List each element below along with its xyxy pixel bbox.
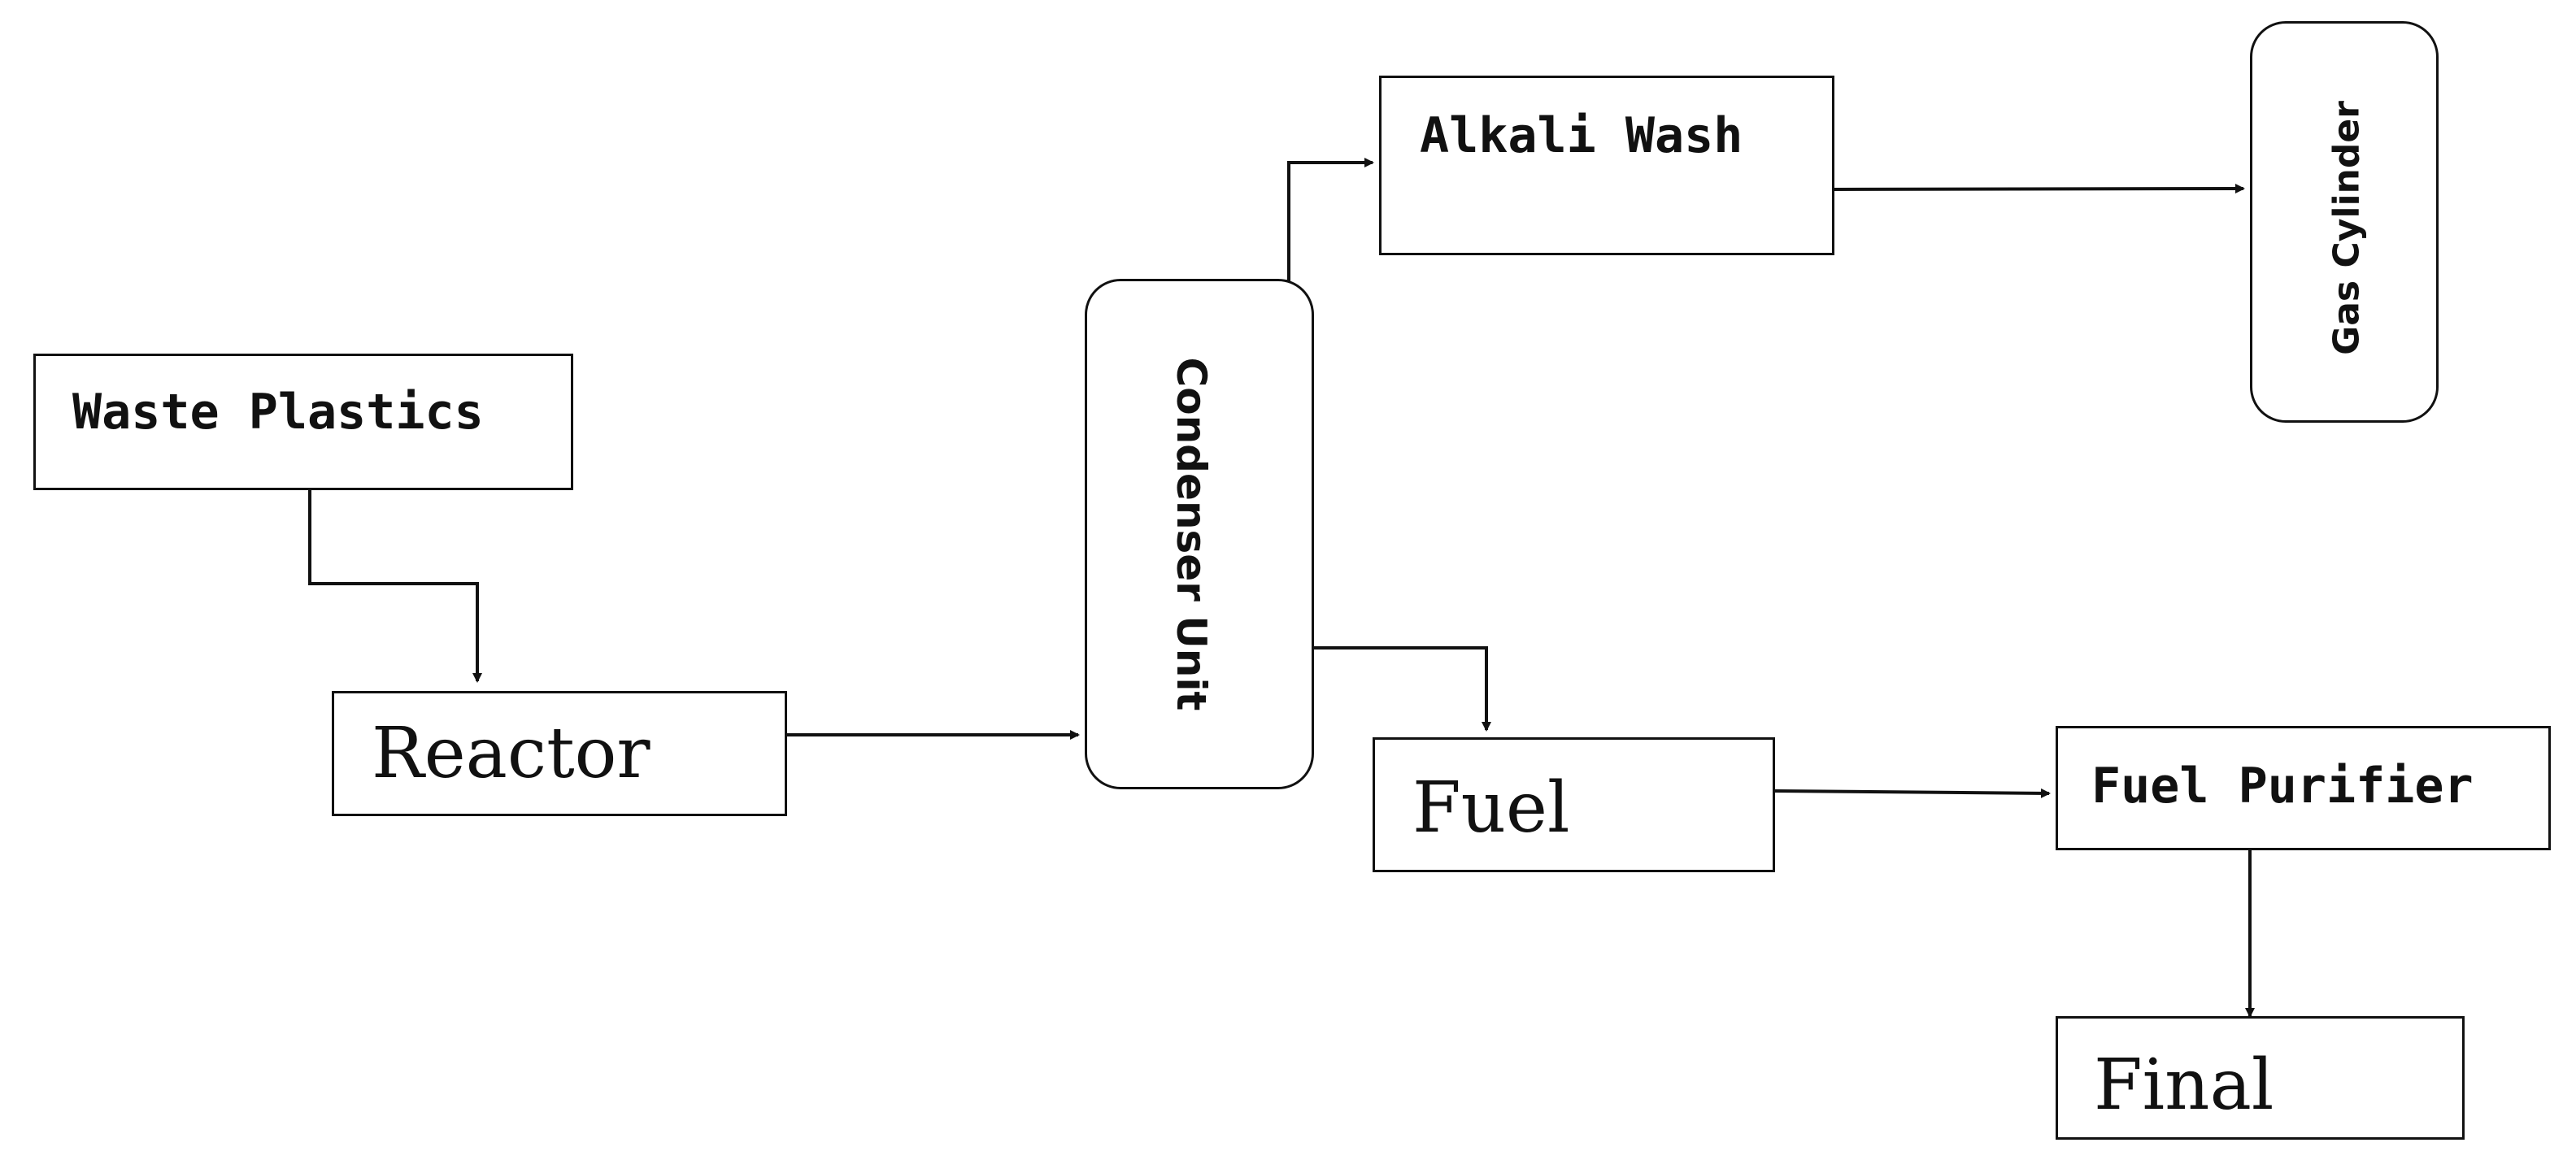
node-gas-cylinder-label: Gas Cylinder [2326,101,2368,355]
node-condenser-unit: Condenser Unit [1085,279,1314,789]
edge-condenser-to-alkali-wash [1287,158,1374,282]
node-reactor-label: Reactor [372,713,651,794]
node-reactor: Reactor [332,691,787,816]
node-fuel-purifier: Fuel Purifier [2056,726,2551,850]
edge-fuel-to-fuel-purifier [1774,788,2051,798]
node-alkali-wash-label: Alkali Wash [1420,107,1743,164]
edge-condenser-to-fuel [1312,646,1491,732]
node-waste-plastics-label: Waste Plastics [72,384,484,441]
edge-waste-plastics-to-reactor [308,485,482,683]
node-alkali-wash: Alkali Wash [1379,76,1834,255]
node-fuel-label: Fuel [1412,767,1570,849]
node-final: Final [2056,1016,2465,1140]
node-fuel: Fuel [1373,737,1775,872]
node-condenser-unit-label: Condenser Unit [1168,357,1215,711]
node-final-label: Final [2094,1045,2274,1126]
node-fuel-purifier-label: Fuel Purifier [2091,758,2474,815]
node-waste-plastics: Waste Plastics [33,354,573,490]
node-gas-cylinder: Gas Cylinder [2250,21,2439,423]
